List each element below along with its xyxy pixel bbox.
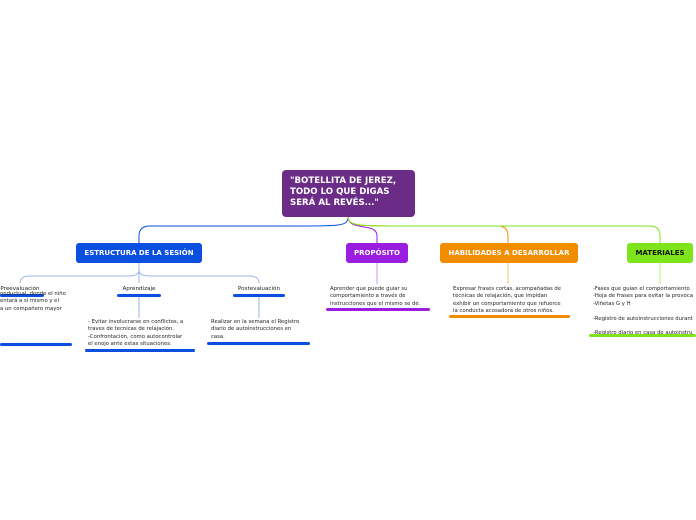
subnode-aprendizaje-underline xyxy=(117,294,161,297)
connector-root-proposito xyxy=(347,216,378,243)
subnode-postevaluacion[interactable]: Postevaluación xyxy=(237,286,280,292)
node-estructura-sesion[interactable]: ESTRUCTURA DE LA SESIÓN xyxy=(76,243,202,263)
connector-root-estructura xyxy=(138,216,349,243)
text-proposito: Aprender que puede guiar su comportamien… xyxy=(330,286,421,307)
text-proposito-underline xyxy=(326,308,430,311)
text-materiales-underline xyxy=(589,334,696,337)
text-postevaluacion: Realizar en la semana el Registro diario… xyxy=(211,319,300,340)
node-proposito[interactable]: PROPÓSITO xyxy=(346,243,408,263)
text-preevaluacion-underline xyxy=(0,343,72,346)
connector-root-materiales xyxy=(347,216,661,243)
text-aprendizaje: - Evitar involucrarse en conflictos, a t… xyxy=(88,319,184,348)
text-preevaluacion: onductual, donde el niño entará a sí mis… xyxy=(0,291,66,312)
connector-root-habilidades xyxy=(347,216,509,243)
subnode-postevaluacion-underline xyxy=(233,294,285,297)
subnode-preevaluacion-underline xyxy=(0,294,44,297)
node-materiales[interactable]: MATERIALES xyxy=(627,243,693,263)
text-materiales: -Fases que guían el comportamiento -Hoja… xyxy=(593,286,693,336)
node-habilidades[interactable]: HABILIDADES A DESARROLLAR xyxy=(440,243,578,263)
text-habilidades-underline xyxy=(449,315,570,318)
connector-sub-stubs xyxy=(138,296,260,318)
connector-estructura-subs xyxy=(19,262,260,284)
text-postevaluacion-underline xyxy=(207,342,310,345)
subnode-preevaluacion[interactable]: Preevaluación xyxy=(0,286,40,292)
central-topic[interactable]: "BOTELLITA DE JEREZ, TODO LO QUE DIGAS S… xyxy=(282,170,415,217)
subnode-aprendizaje[interactable]: Aprendizaje xyxy=(122,286,156,292)
text-aprendizaje-underline xyxy=(85,349,195,352)
text-habilidades: Expresar frases cortas, acompañadas de t… xyxy=(453,286,562,315)
